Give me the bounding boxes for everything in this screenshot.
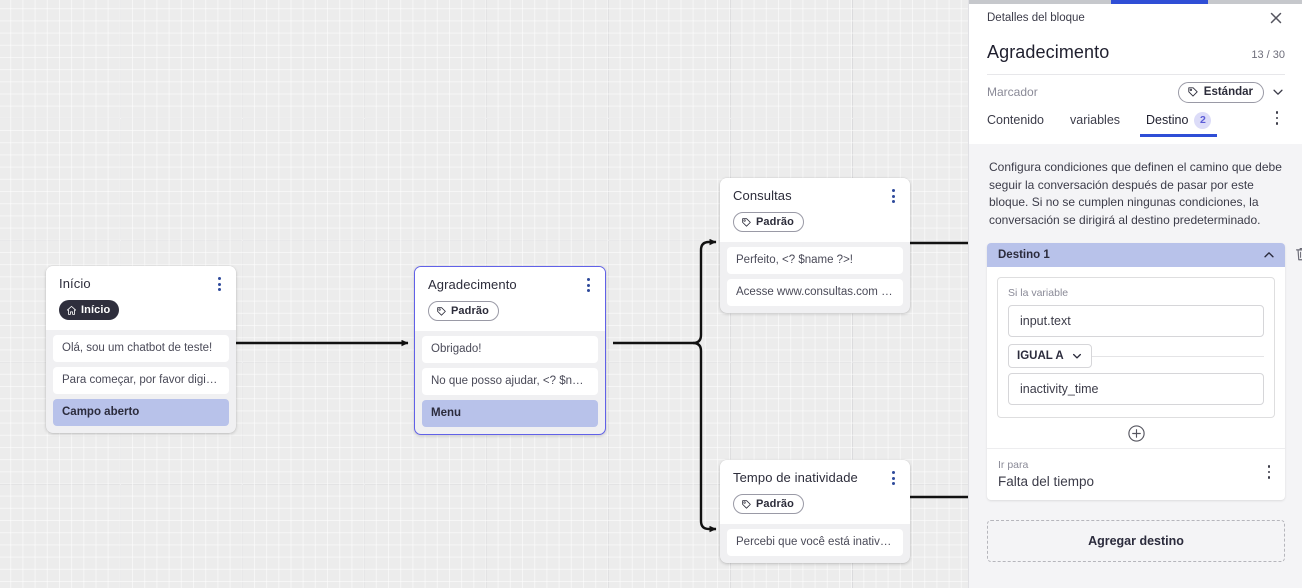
node-badge-label: Padrão [756,216,794,228]
compare-value-input[interactable]: inactivity_time [1008,373,1264,405]
flow-canvas[interactable]: Início Início Olá, sou um chatbot de tes… [0,0,968,588]
condition-wrapper: Si la variable input.text IGUAL A inacti… [987,267,1285,448]
node-body: Olá, sou um chatbot de teste! Para começ… [46,330,236,433]
tab-destino[interactable]: Destino 2 [1139,111,1218,137]
tag-icon [742,217,751,227]
tab-variables[interactable]: variables [1070,113,1120,135]
flow-node-consultas[interactable]: Consultas Padrão Perfeito, <? $name ?>! … [720,178,910,313]
node-badge[interactable]: Padrão [428,301,499,321]
panel-topbar: Detalles del bloque [987,4,1285,28]
flow-node-tempo-de-inatividade[interactable]: Tempo de inatividade Padrão Percebi que … [720,460,910,563]
destination-card: Destino 1 Si la variable input.text [987,243,1302,500]
destination-header[interactable]: Destino 1 [987,243,1285,267]
char-counter: 13 / 30 [1251,49,1285,61]
condition-label: Si la variable [1008,287,1069,299]
node-body: Obrigado! No que posso ajudar, <? $name … [415,331,605,434]
node-badge[interactable]: Padrão [733,494,804,514]
tab-badge-count: 2 [1194,111,1212,129]
tag-icon [1188,87,1198,97]
operator-select[interactable]: IGUAL A [1008,344,1092,368]
node-body: Perfeito, <? $name ?>! Acesse www.consul… [720,242,910,313]
node-title: Tempo de inatividade [733,470,858,485]
tab-label: Destino [1146,113,1189,127]
node-header: Agradecimento Padrão [415,267,605,331]
marker-label: Marcador [987,85,1038,99]
marker-row: Marcador Estándar [987,75,1285,109]
edge-to-consultas [692,238,717,345]
node-title: Início [59,276,91,291]
marker-value-pill[interactable]: Estándar [1177,81,1264,103]
node-message[interactable]: Perfeito, <? $name ?>! [727,246,903,274]
node-title: Agradecimento [428,277,517,292]
node-body: Percebi que você está inativo. C... [720,524,910,563]
node-message[interactable]: Para começar, por favor digite o ... [53,366,229,394]
node-title: Consultas [733,188,792,203]
node-menu-icon[interactable] [580,276,596,294]
node-menu-icon[interactable] [211,275,227,293]
node-menu-icon[interactable] [885,469,901,487]
node-badge[interactable]: Padrão [733,212,804,232]
block-details-panel: Detalles del bloque Agradecimento 13 / 3… [968,0,1302,588]
node-message[interactable]: Acesse www.consultas.com par... [727,278,903,306]
add-condition-button[interactable] [997,418,1275,448]
flow-node-agradecimento[interactable]: Agradecimento Padrão Obrigado! No que po… [414,266,606,435]
variable-input[interactable]: input.text [1008,305,1264,337]
home-icon [66,305,77,315]
panel-tabs: Contenido variables Destino 2 [987,109,1285,139]
marker-controls: Estándar [1177,81,1285,103]
panel-header: Detalles del bloque Agradecimento 13 / 3… [969,4,1302,144]
top-tab-active-indicator [1111,0,1208,4]
marker-value-label: Estándar [1203,86,1253,98]
tab-contenido[interactable]: Contenido [987,113,1044,135]
panel-description: Configura condiciones que definen el cam… [989,160,1282,227]
node-header: Consultas Padrão [720,178,910,242]
node-header: Tempo de inatividade Padrão [720,460,910,524]
add-destination-button[interactable]: Agregar destino [987,520,1285,562]
panel-subtitle: Detalles del bloque [987,12,1085,24]
goto-label: Ir para [998,459,1029,471]
chevron-down-icon[interactable] [1271,85,1285,99]
panel-body: Configura condiciones que definen el cam… [969,144,1302,588]
node-badge[interactable]: Início [59,300,120,320]
tag-icon [437,306,446,316]
goto-value: Falta del tiempo [998,474,1095,489]
tab-label: variables [1070,113,1121,127]
node-message[interactable]: Percebi que você está inativo. C... [727,528,903,556]
tag-icon [742,499,751,509]
node-highlight-chip[interactable]: Campo aberto [53,398,229,426]
operator-row: IGUAL A [1008,339,1264,373]
goto-menu-icon[interactable] [1261,463,1277,481]
panel-title-row: Agradecimento 13 / 30 [987,28,1285,75]
node-message[interactable]: Olá, sou um chatbot de teste! [53,334,229,362]
flow-node-inicio[interactable]: Início Início Olá, sou um chatbot de tes… [46,266,236,433]
node-highlight-chip[interactable]: Menu [422,399,598,427]
chevron-up-icon[interactable] [1262,248,1276,262]
edge-to-inatividade [692,341,717,533]
tab-label: Contenido [987,113,1044,127]
node-message[interactable]: No que posso ajudar, <? $name ... [422,367,598,395]
page-title: Agradecimento [987,42,1110,62]
chevron-down-icon [1072,353,1081,359]
trash-icon[interactable] [1293,245,1302,263]
condition-box: Si la variable input.text IGUAL A inacti… [997,277,1275,418]
panel-overflow-menu-icon[interactable] [1269,109,1285,127]
plus-circle-icon [1127,424,1145,442]
destination-header-label: Destino 1 [998,249,1050,261]
node-badge-label: Início [81,304,111,316]
operator-label: IGUAL A [1017,350,1064,362]
node-menu-icon[interactable] [885,187,901,205]
node-badge-label: Padrão [451,305,489,317]
goto-row[interactable]: Ir para Falta del tiempo [987,448,1285,500]
node-header: Início Início [46,266,236,330]
close-icon[interactable] [1267,9,1285,27]
node-badge-label: Padrão [756,498,794,510]
node-message[interactable]: Obrigado! [422,335,598,363]
flow-edges [236,238,968,533]
